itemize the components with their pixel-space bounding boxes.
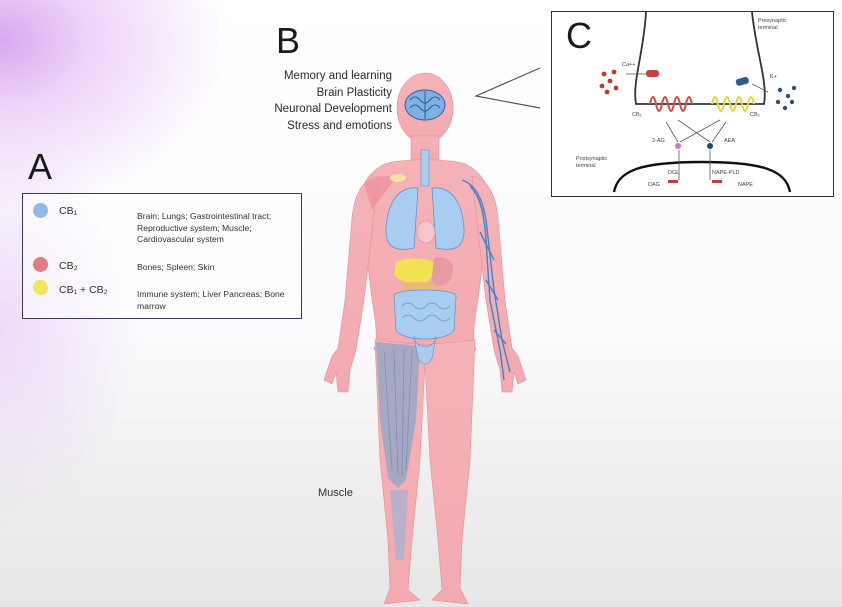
panel-label-a: A [28,146,53,187]
aea-ligand-icon [707,143,713,149]
k-channel-icon [735,76,749,86]
legend-dot-cb1 [33,203,48,218]
legend-desc-cb1-cb2: Immune system; Liver Pancreas; Bone marr… [137,289,285,311]
cb1-label: CB₁ [632,112,642,118]
2ag-label: 2-AG [652,138,665,144]
function-item: Brain Plasticity [316,86,392,99]
legend-dot-cb1-cb2 [33,280,48,295]
legend-name-cb1-cb2: CB₁ + CB₂ [59,284,108,296]
ca-channel-icon [646,70,659,77]
function-item: Neuronal Development [274,103,392,115]
intestine-coils [401,302,451,322]
arm-blood-vessels [461,179,511,381]
k-label: K+ [770,74,777,80]
intestines-icon [393,289,457,340]
brain-functions-list: Memory and learning Brain Plasticity Neu… [274,68,392,134]
muscle-striations [383,349,413,477]
dag-label: DAG [648,182,660,188]
nape-pld-enzyme-icon [712,180,722,183]
cb2-label: CB₂ [750,112,760,118]
legend-desc-cb2: Bones; Spleen; Skin [137,262,215,272]
leg-lower-muscle [390,490,408,560]
nape-label: NAPE [738,182,753,188]
legend-desc-cb1: Brain; Lungs; Gastrointestinal tract; Re… [137,211,272,244]
synapse-panel: C Presynaptic terminal Postsynaptic term… [551,11,834,197]
cb1-receptor [649,96,693,112]
right-lung-icon [431,187,465,250]
heart-icon [416,220,436,244]
postsynaptic-label: Postsynaptic terminal [576,156,608,169]
presynaptic-membrane [634,12,766,105]
signal-arrows [665,119,727,180]
legend-dot-cb2 [33,257,48,272]
legend-name-cb1: CB₁ [59,205,78,217]
panel-label-c: C [566,15,592,56]
callout-wedge [473,67,541,109]
receptor-legend: CB₁ Brain; Lungs; Gastrointestinal tract… [22,193,302,319]
calcium-ions [599,69,619,95]
panel-label-b: B [276,20,301,61]
aea-label: AEA [724,138,736,144]
bladder-icon [413,335,437,365]
function-item: Memory and learning [283,70,392,82]
left-lung-icon [385,187,419,250]
muscle-label: Muscle [318,487,353,499]
nape-pld-label: NAPE-PLD [712,170,740,176]
stomach-icon [431,257,454,286]
brain-icon [404,89,446,121]
pancreas-icon [402,281,440,292]
cb2-receptor [711,96,755,112]
liver-icon [394,258,440,284]
dgl-enzyme-icon [668,180,678,183]
dgl-label: DGL [668,170,680,176]
leg-muscle-overlay [376,342,420,488]
function-item: Stress and emotions [287,119,392,132]
potassium-ions [775,85,797,111]
skin-shoulder-highlight [364,176,396,210]
trachea [420,149,430,187]
postsynaptic-membrane [612,160,792,193]
presynaptic-label: Presynaptic terminal [758,18,787,31]
bone-highlight [390,174,406,182]
ca-label: Ca++ [622,62,636,68]
human-body-figure [323,72,527,605]
legend-name-cb2: CB₂ [59,260,78,272]
synapse-diagram [599,12,797,193]
2ag-ligand-icon [675,143,681,149]
